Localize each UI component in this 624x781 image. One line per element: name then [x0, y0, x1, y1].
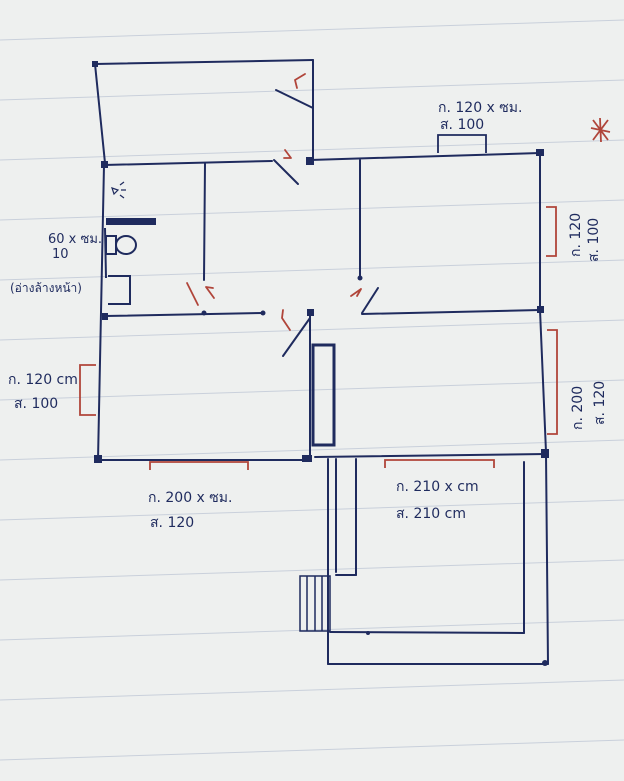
cabinet: [311, 343, 336, 447]
right-window2-height: ส. 120: [592, 381, 608, 425]
door-center: [282, 317, 311, 357]
bottom-window-width: ก. 200 x ซม.: [148, 490, 232, 506]
door-arrows: [186, 73, 362, 331]
porch-window-height: ส. 210 cm: [396, 506, 466, 522]
sink-note: (อ่างล้างหน้า): [10, 281, 82, 295]
left-window-height: ส. 100: [14, 396, 58, 412]
shelf: [106, 218, 156, 225]
right-window1-width: ก. 120: [568, 213, 584, 257]
door-top: [275, 89, 314, 109]
window-right-1: [546, 206, 557, 257]
porch-window-width: ก. 210 x cm: [396, 479, 479, 495]
asterisk-mark-icon: [590, 117, 611, 143]
window-top: [437, 134, 487, 153]
bathroom-fixtures: [104, 181, 156, 305]
steps: [299, 575, 331, 632]
shower-icon: [111, 181, 126, 199]
toilet-icon: [105, 235, 137, 255]
sink-icon: [108, 275, 131, 305]
window-right-2: [547, 329, 558, 435]
bottom-window-height: ส. 120: [150, 515, 194, 531]
door-right-room: [361, 287, 379, 314]
wc-size-width: 60 x ซม.: [48, 232, 102, 247]
walls: [94, 59, 549, 665]
wc-size-height: 10: [52, 247, 69, 262]
corner-dots: [92, 61, 549, 666]
doors: [273, 89, 379, 357]
window-left: [79, 364, 96, 416]
window-bottom: [149, 461, 249, 470]
right-window1-height: ส. 100: [586, 218, 602, 262]
window-markers: [79, 134, 558, 470]
top-window-height: ส. 100: [440, 117, 484, 133]
door-hall: [273, 159, 299, 185]
window-porch: [384, 459, 495, 468]
left-window-width: ก. 120 cm: [8, 372, 78, 388]
right-window2-width: ก. 200: [570, 386, 586, 430]
top-window-width: ก. 120 x ซม.: [438, 100, 522, 116]
